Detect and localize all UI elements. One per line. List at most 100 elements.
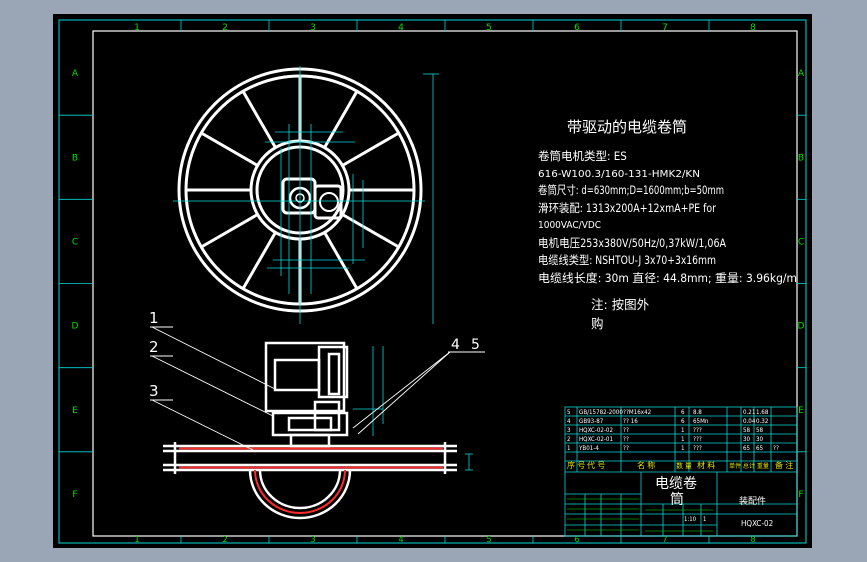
bom-cell: 65Mn [693, 418, 709, 425]
balloon-5: 5 [471, 337, 480, 353]
bom-cell: ?? [623, 427, 629, 434]
zone-letter-right: F [798, 490, 803, 500]
bom-cell: ?? [623, 445, 629, 452]
zone-letter-left: F [72, 490, 77, 500]
zone-letter-left: C [72, 237, 78, 247]
zone-number-bottom: 3 [310, 535, 315, 544]
spec-cable-length: 电缆线长度: 30m 直径: 44.8mm; 重量: 3.96kg/m [538, 271, 797, 285]
bom-header-no: 序 号 [567, 460, 585, 470]
spec-reel-size: 卷筒尺寸: d=630mm;D=1600mm;b=50mm [538, 183, 724, 197]
spec-motor-model: 616-W100.3/160-131-HMK2/KN [538, 169, 700, 180]
bom-cell: 58 [743, 427, 751, 434]
zone-number-top: 3 [310, 23, 316, 33]
drawing-code: HQXC-02 [741, 519, 773, 528]
bom-cell: 30 [756, 436, 764, 443]
balloon-2: 2 [149, 338, 159, 356]
bom-cell: 1 [681, 445, 685, 452]
zone-number-top: 8 [750, 23, 756, 33]
bom-cell: 3 [567, 427, 571, 434]
zone-number-bottom: 4 [398, 535, 403, 544]
zone-number-top: 1 [134, 23, 140, 33]
bom-cell: 1.68 [756, 409, 769, 416]
zone-number-bottom: 7 [662, 535, 667, 544]
bom-cell: 8.8 [693, 409, 702, 416]
zone-number-top: 2 [222, 23, 228, 33]
bom-cell: HQXC-02-01 [579, 436, 613, 443]
spoke [341, 131, 400, 167]
bom-cell: ??? [693, 436, 702, 443]
bom-cell: ??? [693, 445, 702, 452]
drawing-name-line-1: 电缆卷 [655, 476, 697, 492]
bom-cell: 65 [743, 445, 751, 452]
bom-cell: 0.04 [743, 418, 756, 425]
bom-cell: 58 [756, 427, 764, 434]
bom-cell: ?? 16 [623, 418, 638, 425]
leader-lines [150, 326, 485, 451]
bom-cell: ??M16x42 [623, 409, 651, 416]
cable-path [179, 447, 443, 514]
bom-cell: ?? [623, 436, 629, 443]
spec-motor-type: 卷筒电机类型: ES [538, 149, 627, 163]
spoke [200, 213, 259, 249]
spec-slip-ring-voltage: 1000VAC/VDC [538, 220, 601, 231]
signature-hatch [567, 498, 713, 532]
zone-letter-left: B [72, 153, 78, 163]
zone-number-bottom: 8 [750, 535, 755, 544]
bom-cell: 6 [681, 418, 685, 425]
bom-header-material: 材 料 [697, 460, 715, 470]
drawing-title: 带驱动的电缆卷筒 [567, 118, 687, 136]
spec-cable-type: 电缆线类型: NSHTOU-J 3x70+3x16mm [538, 253, 716, 267]
bom-cell: 6 [681, 409, 685, 416]
bom-cell: 1 [567, 445, 571, 452]
zone-letter-right: C [798, 237, 804, 247]
bom-cell: 4 [567, 418, 571, 425]
spec-motor-voltage: 电机电压253x380V/50Hz/0,37kW/1,06A [538, 236, 726, 250]
assembly-label: 装配件 [739, 495, 766, 507]
bom-cell: YB01-4 [578, 445, 599, 452]
bom-cell: 65 [756, 445, 764, 452]
zone-letter-right: A [798, 69, 805, 79]
zone-number-bottom: 2 [222, 535, 227, 544]
bom-cell: 1 [681, 436, 685, 443]
balloon-3: 3 [149, 382, 159, 400]
spoke [241, 231, 277, 290]
spoke [341, 213, 400, 249]
centerlines [173, 66, 439, 324]
zone-number-bottom: 5 [486, 535, 491, 544]
bom-cell: 0.21 [743, 409, 756, 416]
spoke [200, 131, 259, 167]
zone-number-top: 7 [662, 23, 668, 33]
bom-cell: ?? [773, 445, 779, 452]
spec-slip-ring: 滑环装配: 1313x200A+12xmA+PE for [538, 201, 717, 215]
bom-cell: ??? [693, 427, 702, 434]
bom-header-qty: 数 量 [676, 461, 692, 470]
balloon-1: 1 [149, 309, 159, 327]
zone-letter-right: E [798, 406, 804, 416]
bom-header-code: 代 号 [587, 460, 605, 470]
spoke [323, 90, 359, 149]
balloon-4: 4 [451, 337, 460, 353]
bom-cell: 1 [681, 427, 685, 434]
bom-cell: 5 [567, 409, 571, 416]
bom-cell: 2 [567, 436, 571, 443]
zone-number-bottom: 1 [134, 535, 139, 544]
balloons: 1 2 3 4 5 [149, 309, 480, 400]
zone-letter-left: E [72, 406, 78, 416]
sheet-value: 1 [703, 516, 706, 523]
bom-cell: GB/15782-2000 [579, 409, 623, 416]
note-line-1: 注: 按图外 [591, 297, 650, 312]
bom-cell: HQXC-02-02 [579, 427, 613, 434]
zone-letter-right: B [798, 153, 804, 163]
bom-header-name: 名 称 [637, 460, 655, 470]
zone-letter-left: D [72, 322, 79, 332]
bom-cell: 30 [743, 436, 751, 443]
bom-header-remark: 备 注 [775, 460, 793, 470]
bom-cell: GB93-87 [579, 418, 604, 425]
drawing-name-line-2: 筒 [670, 491, 684, 508]
zone-number-bottom: 6 [574, 535, 579, 544]
zone-number-top: 4 [398, 23, 404, 33]
zone-number-top: 5 [486, 23, 492, 33]
